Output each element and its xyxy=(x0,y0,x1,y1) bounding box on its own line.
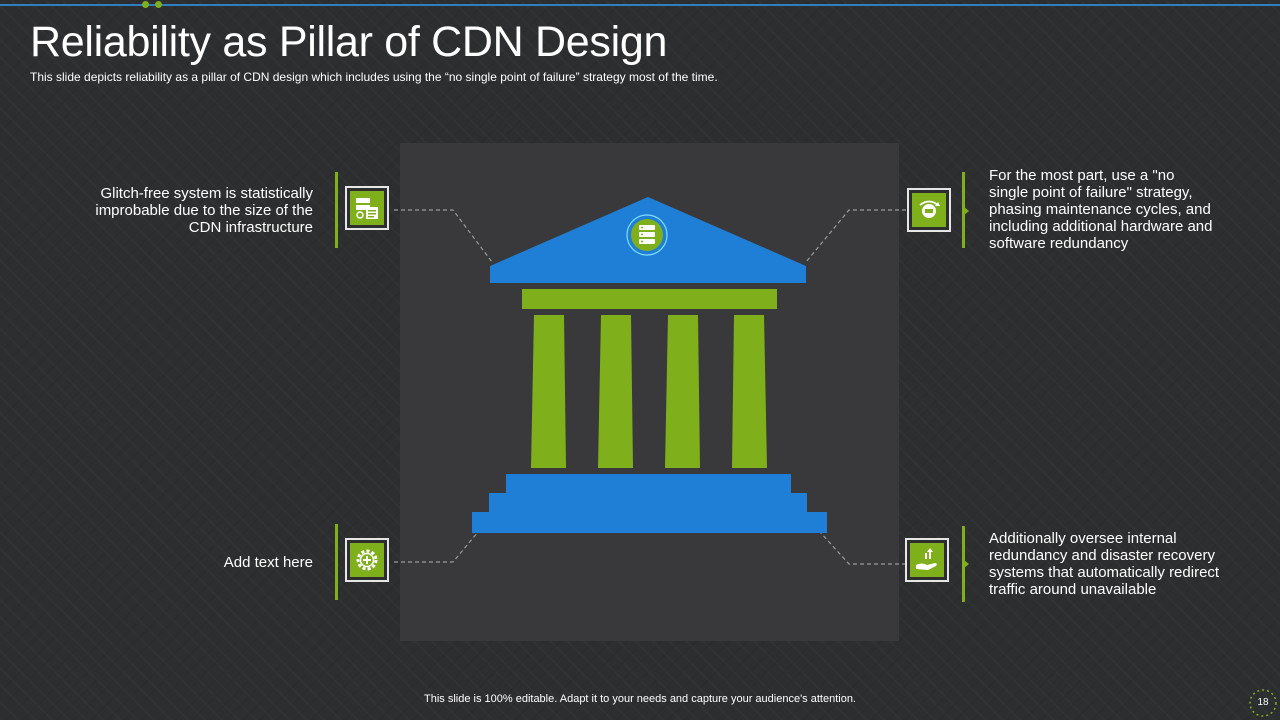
slide-title: Reliability as Pillar of CDN Design xyxy=(30,18,668,66)
text-line: CDN infrastructure xyxy=(188,219,313,236)
icon-box-bottom-right xyxy=(905,538,949,582)
point-bottom-right-text: Additionally oversee internal redundancy… xyxy=(989,530,1235,598)
accent-bar xyxy=(335,172,338,248)
accent-bar xyxy=(962,172,965,248)
point-bottom-left-text: Add text here xyxy=(53,554,313,571)
column xyxy=(665,315,700,468)
text-line: traffic around unavailable xyxy=(989,581,1157,598)
architrave xyxy=(522,289,777,309)
icon-box-top-right xyxy=(907,188,951,232)
footer-note: This slide is 100% editable. Adapt it to… xyxy=(424,693,856,705)
column xyxy=(732,315,767,468)
text-line: phasing maintenance cycles, and xyxy=(989,201,1211,218)
text-line: redundancy and disaster recovery xyxy=(989,547,1215,564)
column xyxy=(531,315,566,468)
text-line: including additional hardware and xyxy=(989,218,1213,235)
text-line: Additionally oversee internal xyxy=(989,530,1177,547)
gear-icon xyxy=(356,549,378,571)
text-line: single point of failure" strategy, xyxy=(989,184,1193,201)
dotted-ring-icon xyxy=(1249,689,1277,717)
icon-box-top-left xyxy=(345,186,389,230)
top-dot xyxy=(142,1,149,8)
step-bottom xyxy=(472,512,827,533)
arrow-marker xyxy=(964,560,969,568)
point-top-right-text: For the most part, use a "no single poin… xyxy=(989,167,1235,252)
page-number-badge: 18 xyxy=(1247,687,1279,719)
roof-base xyxy=(490,266,806,283)
top-accent-line xyxy=(0,4,1280,6)
text-line: systems that automatically redirect xyxy=(989,564,1220,581)
column xyxy=(598,315,633,468)
hand-growth-icon xyxy=(916,548,937,570)
server-settings-icon xyxy=(356,198,378,219)
step-top xyxy=(506,474,791,493)
cloud-sync-icon xyxy=(919,200,940,218)
arrow-marker xyxy=(964,207,969,215)
slide-subtitle: This slide depicts reliability as a pill… xyxy=(30,70,718,84)
text-line: improbable due to the size of the xyxy=(95,202,313,219)
step-middle xyxy=(489,493,807,512)
accent-bar xyxy=(962,526,965,602)
text-line: Glitch-free system is statistically xyxy=(100,185,313,202)
text-line: software redundancy xyxy=(989,235,1129,252)
top-dot xyxy=(155,1,162,8)
text-line: For the most part, use a "no xyxy=(989,167,1175,184)
server-icon xyxy=(626,214,668,256)
page-number: 18 xyxy=(1257,697,1269,708)
accent-bar xyxy=(335,524,338,600)
text-line: Add text here xyxy=(223,554,313,571)
icon-box-bottom-left xyxy=(345,538,389,582)
point-top-left-text: Glitch-free system is statistically impr… xyxy=(53,185,313,236)
